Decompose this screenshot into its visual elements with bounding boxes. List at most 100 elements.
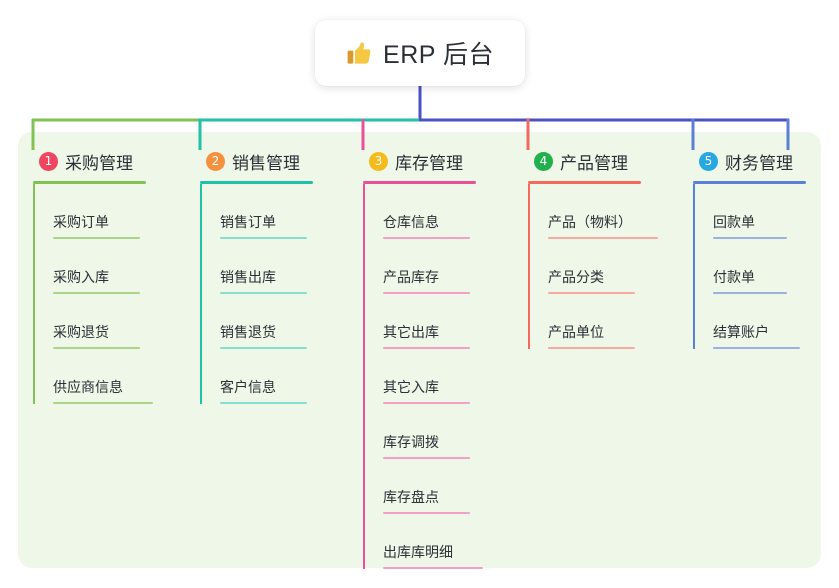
branch-header-2[interactable]: 2 销售管理 bbox=[200, 148, 350, 174]
leaf-label: 仓库信息 bbox=[383, 214, 439, 230]
leaf-rule bbox=[383, 237, 470, 239]
leaf-label: 采购入库 bbox=[53, 269, 109, 285]
leaf-item[interactable]: 产品单位 bbox=[528, 294, 688, 349]
branch-leaves-1: 采购订单 采购入库 采购退货 供应商信息 bbox=[33, 184, 183, 404]
leaf-item[interactable]: 库存盘点 bbox=[363, 459, 523, 514]
leaf-rule bbox=[713, 292, 787, 294]
leaf-rule bbox=[53, 347, 140, 349]
leaf-rule bbox=[220, 237, 307, 239]
branch-header-3[interactable]: 3 库存管理 bbox=[363, 148, 523, 174]
leaf-item[interactable]: 出库库明细 bbox=[363, 514, 523, 569]
leaf-item[interactable]: 采购入库 bbox=[33, 239, 183, 294]
leaf-item[interactable]: 采购退货 bbox=[33, 294, 183, 349]
branch-title-2: 销售管理 bbox=[232, 153, 300, 173]
branch-header-1[interactable]: 1 采购管理 bbox=[33, 148, 183, 174]
leaf-item[interactable]: 采购订单 bbox=[33, 184, 183, 239]
root-node[interactable]: ERP 后台 bbox=[315, 20, 525, 86]
thumbs-up-icon bbox=[347, 42, 371, 64]
leaf-label: 产品（物料） bbox=[548, 214, 632, 230]
leaf-label: 结算账户 bbox=[713, 324, 769, 340]
leaf-label: 库存调拨 bbox=[383, 434, 439, 450]
branch-spine-2 bbox=[200, 184, 202, 404]
leaf-item[interactable]: 销售退货 bbox=[200, 294, 350, 349]
branch-rule-1 bbox=[33, 181, 146, 184]
leaf-label: 采购退货 bbox=[53, 324, 109, 340]
leaf-label: 销售出库 bbox=[220, 269, 276, 285]
leaf-item[interactable]: 其它出库 bbox=[363, 294, 523, 349]
leaf-item[interactable]: 其它入库 bbox=[363, 349, 523, 404]
leaf-item[interactable]: 回款单 bbox=[693, 184, 833, 239]
branch-badge-2: 2 bbox=[206, 151, 225, 171]
leaf-rule bbox=[713, 237, 787, 239]
branch-column-3: 3 库存管理 仓库信息 产品库存 其它出库 其它入库 库存调拨 bbox=[363, 148, 523, 569]
leaf-label: 销售订单 bbox=[220, 214, 276, 230]
leaf-label: 供应商信息 bbox=[53, 379, 123, 395]
leaf-rule bbox=[713, 347, 800, 349]
leaf-item[interactable]: 结算账户 bbox=[693, 294, 833, 349]
leaf-rule bbox=[220, 402, 307, 404]
branch-column-1: 1 采购管理 采购订单 采购入库 采购退货 供应商信息 bbox=[33, 148, 183, 404]
leaf-item[interactable]: 供应商信息 bbox=[33, 349, 183, 404]
leaf-rule bbox=[53, 292, 140, 294]
leaf-item[interactable]: 销售订单 bbox=[200, 184, 350, 239]
leaf-rule bbox=[383, 567, 483, 569]
leaf-item[interactable]: 付款单 bbox=[693, 239, 833, 294]
branches-panel bbox=[18, 132, 821, 568]
leaf-item[interactable]: 销售出库 bbox=[200, 239, 350, 294]
leaf-label: 采购订单 bbox=[53, 214, 109, 230]
branch-rule-5 bbox=[693, 181, 806, 184]
leaf-label: 销售退货 bbox=[220, 324, 276, 340]
leaf-label: 其它入库 bbox=[383, 379, 439, 395]
branch-title-5: 财务管理 bbox=[725, 153, 793, 173]
root-node-content: ERP 后台 bbox=[346, 35, 494, 71]
branch-leaves-2: 销售订单 销售出库 销售退货 客户信息 bbox=[200, 184, 350, 404]
leaf-rule bbox=[220, 292, 307, 294]
leaf-item[interactable]: 仓库信息 bbox=[363, 184, 523, 239]
leaf-rule bbox=[383, 512, 470, 514]
branch-badge-1: 1 bbox=[39, 151, 58, 171]
leaf-item[interactable]: 产品库存 bbox=[363, 239, 523, 294]
branch-title-1: 采购管理 bbox=[65, 153, 133, 173]
leaf-label: 产品分类 bbox=[548, 269, 604, 285]
leaf-label: 回款单 bbox=[713, 214, 755, 230]
leaf-rule bbox=[383, 457, 470, 459]
leaf-item[interactable]: 库存调拨 bbox=[363, 404, 523, 459]
branch-leaves-4: 产品（物料） 产品分类 产品单位 bbox=[528, 184, 688, 349]
leaf-rule bbox=[548, 292, 635, 294]
leaf-label: 其它出库 bbox=[383, 324, 439, 340]
branch-rule-2 bbox=[200, 181, 313, 184]
branch-spine-5 bbox=[693, 184, 695, 349]
leaf-rule bbox=[220, 347, 307, 349]
leaf-item[interactable]: 产品分类 bbox=[528, 239, 688, 294]
branch-leaves-3: 仓库信息 产品库存 其它出库 其它入库 库存调拨 库存盘点 bbox=[363, 184, 523, 569]
leaf-label: 产品库存 bbox=[383, 269, 439, 285]
branch-badge-5: 5 bbox=[699, 151, 718, 171]
branch-header-4[interactable]: 4 产品管理 bbox=[528, 148, 688, 174]
leaf-label: 客户信息 bbox=[220, 379, 276, 395]
branch-badge-4: 4 bbox=[534, 151, 553, 171]
root-title: ERP 后台 bbox=[383, 41, 494, 69]
leaf-rule bbox=[548, 347, 635, 349]
branch-spine-1 bbox=[33, 184, 35, 404]
branch-rule-3 bbox=[363, 181, 476, 184]
branch-leaves-5: 回款单 付款单 结算账户 bbox=[693, 184, 833, 349]
branch-header-5[interactable]: 5 财务管理 bbox=[693, 148, 833, 174]
branch-column-2: 2 销售管理 销售订单 销售出库 销售退货 客户信息 bbox=[200, 148, 350, 404]
branch-badge-3: 3 bbox=[369, 151, 388, 171]
leaf-label: 出库库明细 bbox=[383, 544, 453, 560]
leaf-rule bbox=[548, 237, 658, 239]
leaf-rule bbox=[53, 237, 140, 239]
leaf-item[interactable]: 客户信息 bbox=[200, 349, 350, 404]
leaf-rule bbox=[383, 402, 470, 404]
branch-spine-3 bbox=[363, 184, 365, 569]
leaf-label: 库存盘点 bbox=[383, 489, 439, 505]
leaf-rule bbox=[383, 347, 470, 349]
branch-title-3: 库存管理 bbox=[395, 153, 463, 173]
branch-column-4: 4 产品管理 产品（物料） 产品分类 产品单位 bbox=[528, 148, 688, 349]
branch-title-4: 产品管理 bbox=[560, 153, 628, 173]
branch-rule-4 bbox=[528, 181, 641, 184]
leaf-rule bbox=[383, 292, 470, 294]
leaf-item[interactable]: 产品（物料） bbox=[528, 184, 688, 239]
leaf-label: 产品单位 bbox=[548, 324, 604, 340]
